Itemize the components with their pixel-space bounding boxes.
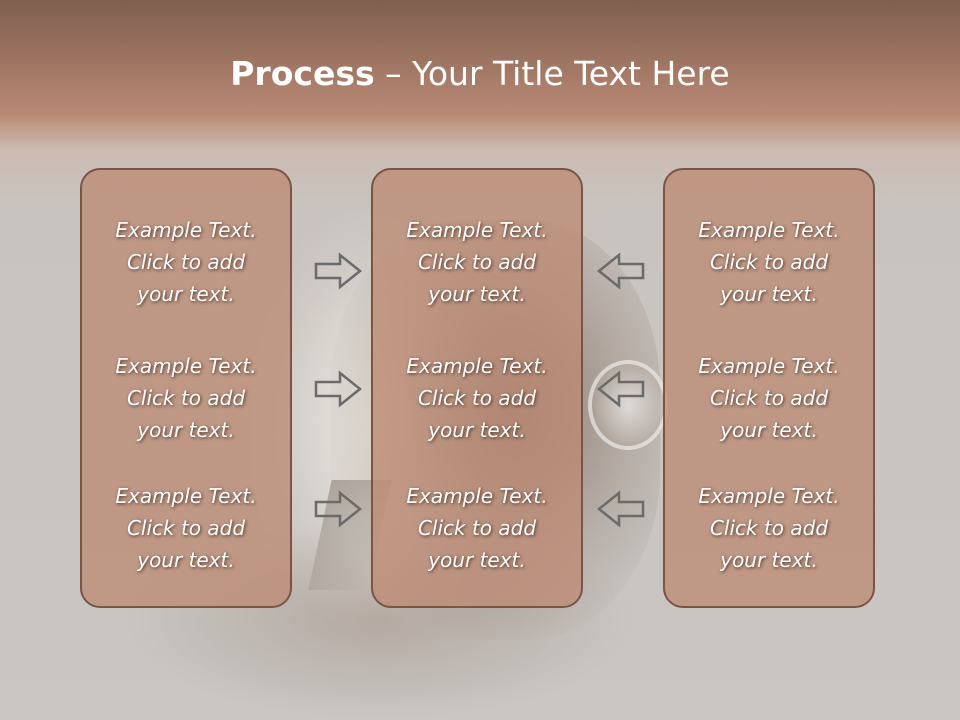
- arrow-right-icon: [314, 252, 362, 290]
- box-text[interactable]: Example Text. Click to add your text.: [698, 354, 840, 442]
- process-box-left[interactable]: Example Text. Click to add your text. Ex…: [80, 168, 292, 608]
- title-rest: – Your Title Text Here: [374, 54, 730, 93]
- box-text[interactable]: Example Text. Click to add your text.: [115, 484, 257, 572]
- box-text[interactable]: Example Text. Click to add your text.: [406, 484, 548, 572]
- box-text[interactable]: Example Text. Click to add your text.: [115, 354, 257, 442]
- process-box-right[interactable]: Example Text. Click to add your text. Ex…: [663, 168, 875, 608]
- arrow-right-icon: [314, 370, 362, 408]
- box-text[interactable]: Example Text. Click to add your text.: [698, 218, 840, 306]
- arrow-left-icon: [597, 252, 645, 290]
- box-text[interactable]: Example Text. Click to add your text.: [406, 354, 548, 442]
- arrow-left-icon: [597, 490, 645, 528]
- box-text[interactable]: Example Text. Click to add your text.: [115, 218, 257, 306]
- arrow-left-icon: [597, 370, 645, 408]
- slide-title[interactable]: Process – Your Title Text Here: [0, 52, 960, 96]
- process-box-center[interactable]: Example Text. Click to add your text. Ex…: [371, 168, 583, 608]
- arrow-right-icon: [314, 490, 362, 528]
- box-text[interactable]: Example Text. Click to add your text.: [698, 484, 840, 572]
- box-text[interactable]: Example Text. Click to add your text.: [406, 218, 548, 306]
- title-strong: Process: [230, 54, 375, 93]
